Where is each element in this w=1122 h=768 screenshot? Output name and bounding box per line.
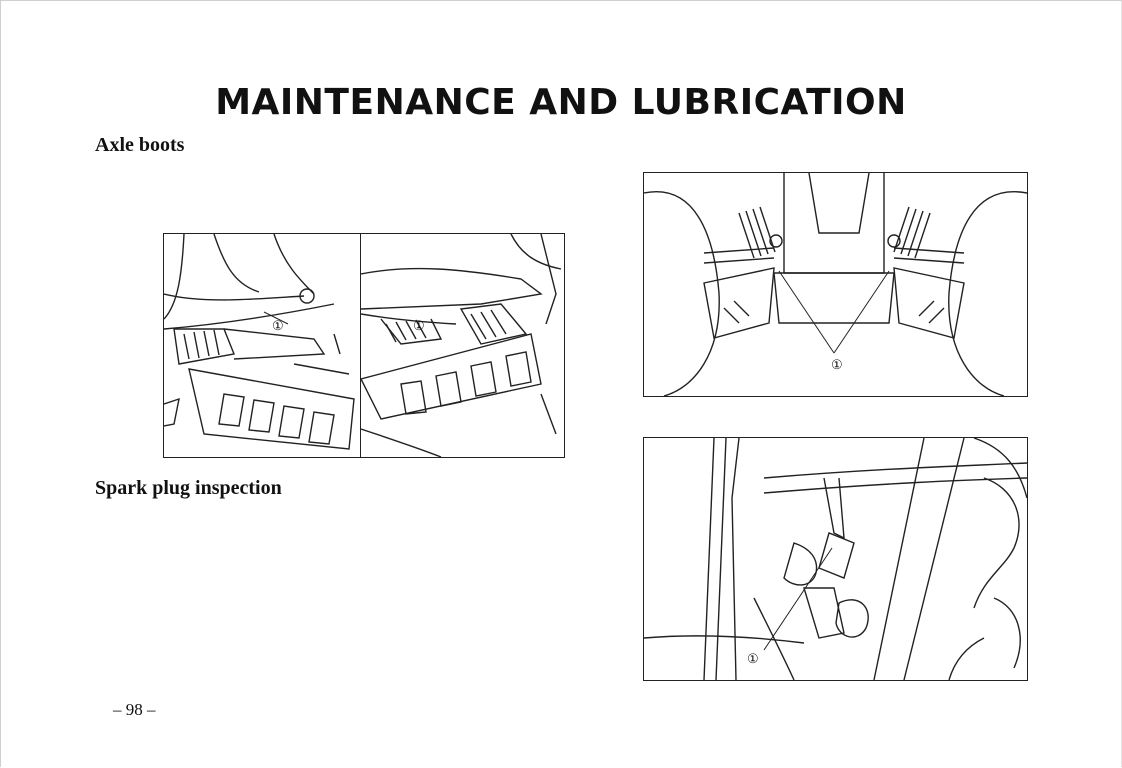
callout-number: ① bbox=[747, 652, 759, 667]
callout-number: ① bbox=[272, 319, 284, 334]
callout-number: ① bbox=[831, 358, 843, 373]
spark-plug-illustration: ① bbox=[644, 438, 1027, 680]
rear-axle-boots-figure: ① bbox=[643, 172, 1028, 397]
axle-boot-left-illustration: ① bbox=[164, 234, 355, 450]
page-title: MAINTENANCE AND LUBRICATION bbox=[215, 82, 907, 123]
axle-boot-right-figure: ① bbox=[360, 233, 565, 458]
section-heading-spark-plug: Spark plug inspection bbox=[95, 477, 282, 499]
rear-axle-boots-illustration: ① bbox=[644, 173, 1027, 396]
spark-plug-figure: ① bbox=[643, 437, 1028, 681]
axle-boot-right-illustration: ① bbox=[361, 234, 562, 457]
section-heading-axle-boots: Axle boots bbox=[95, 134, 185, 156]
callout-leader bbox=[263, 311, 289, 325]
page-number: – 98 – bbox=[113, 700, 156, 719]
axle-boot-left-figure: ① bbox=[163, 233, 361, 458]
callout-number: ① bbox=[413, 319, 425, 334]
